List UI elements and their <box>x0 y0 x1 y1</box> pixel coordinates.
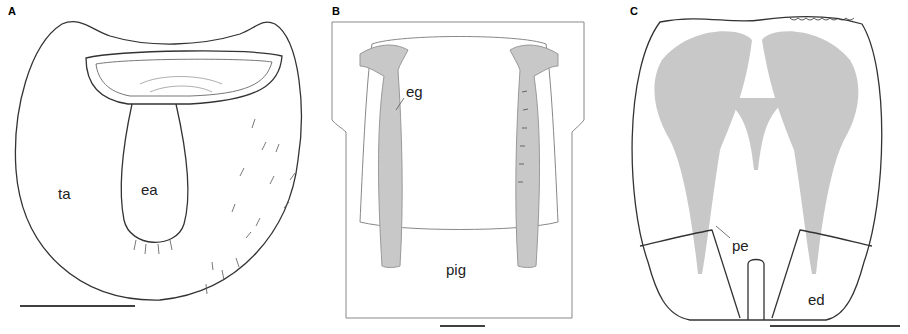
panel-letter: A <box>8 6 16 17</box>
part-label: ea <box>141 182 158 197</box>
part-label: pe <box>732 238 749 253</box>
basin-outer <box>86 51 282 104</box>
ed-left <box>640 230 740 318</box>
median-slit <box>748 260 764 321</box>
setae <box>134 119 295 294</box>
segment-outline <box>332 22 584 318</box>
spines <box>518 91 528 182</box>
sternite-outline <box>632 17 882 320</box>
scale-bar <box>20 305 135 307</box>
top-scallops <box>790 18 854 20</box>
penis-sclerites <box>654 31 858 274</box>
epiproct-outline <box>121 104 188 242</box>
part-label: ed <box>808 292 825 307</box>
ed-right <box>772 230 872 318</box>
basin-inner <box>96 59 272 96</box>
gonapophyses <box>360 45 558 267</box>
part-label: eg <box>406 84 423 99</box>
basin-folds <box>140 77 222 93</box>
panel-letter: C <box>630 6 638 17</box>
part-label: pig <box>446 262 466 277</box>
panel-letter: B <box>332 6 340 17</box>
tergite-outline <box>15 22 301 300</box>
scale-bar <box>440 325 485 327</box>
scale-bar <box>770 325 900 327</box>
pe-leader <box>716 226 730 238</box>
part-label: ta <box>58 186 71 201</box>
eg-leader <box>396 98 404 110</box>
